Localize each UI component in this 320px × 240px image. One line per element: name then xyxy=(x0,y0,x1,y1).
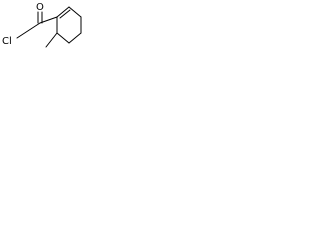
bond-ring-c1-c2-inner xyxy=(59,9,71,19)
bond-methyl xyxy=(45,32,58,48)
atom-label-oxygen: O xyxy=(36,2,44,13)
molecule-structure: O Cl xyxy=(2,2,82,48)
bond-carbonyl-cl xyxy=(16,22,41,39)
bond-ring-c4-c5 xyxy=(68,32,82,44)
bond-ring-c2-c3 xyxy=(68,6,82,18)
bond-carbonyl-ring xyxy=(39,16,58,24)
atom-label-chlorine: Cl xyxy=(2,36,12,47)
bond-ring-c1-c2 xyxy=(56,6,70,18)
structure-canvas: O Cl xyxy=(0,0,85,61)
bond-ring-c5-c6 xyxy=(56,32,70,44)
